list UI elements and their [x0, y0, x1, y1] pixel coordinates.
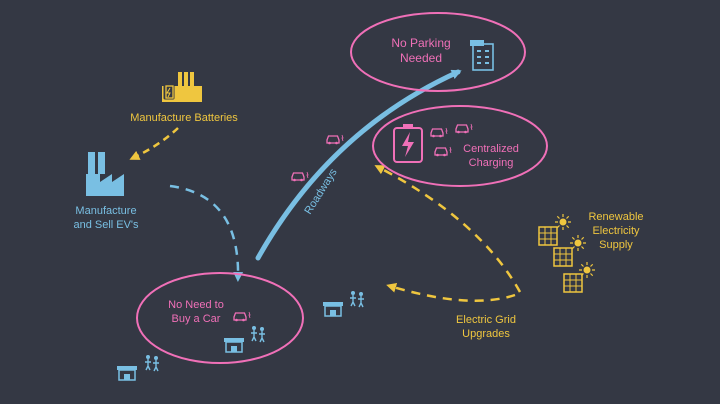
no-parking-line1: No Parking: [391, 36, 450, 50]
no-car-line1: No Need to: [168, 299, 224, 311]
batteries-label: Manufacture Batteries: [130, 112, 238, 124]
grid-line2: Upgrades: [462, 328, 510, 340]
factory-to-no-car-arrow: [169, 184, 244, 282]
node-grid-upgrades: Electric Grid Upgrades: [456, 314, 516, 340]
store-icon: [116, 365, 138, 381]
car-icon: [455, 123, 473, 134]
store-icon: [223, 337, 245, 353]
people-icon: [250, 325, 266, 343]
node-manufacture-ev: Manufacture and Sell EV's: [73, 152, 139, 231]
centralized-line1: Centralized: [463, 143, 519, 155]
sun-icon: [578, 261, 596, 279]
renewable-line1: Renewable: [588, 211, 643, 223]
manufacture-ev-line1: Manufacture: [75, 205, 136, 217]
renewable-to-no-car-arrow: [386, 282, 516, 302]
node-no-parking: No Parking Needed: [350, 12, 526, 92]
node-no-car: No Need to Buy a Car: [136, 272, 304, 364]
manufacture-ev-line2: and Sell EV's: [73, 219, 139, 231]
sun-icon: [554, 213, 572, 231]
sun-icon: [569, 234, 587, 252]
batteries-to-factory-arrow: [129, 127, 179, 160]
renewable-to-centralized-arrow: [374, 165, 522, 293]
car-icon: [291, 171, 309, 182]
solar-panel-icon: [538, 226, 558, 246]
no-car-line2: Buy a Car: [172, 313, 221, 325]
solar-panel-icon: [553, 247, 573, 267]
people-icon: [349, 290, 365, 308]
building-icon: [470, 40, 494, 71]
roadways-arrow: [255, 69, 462, 261]
centralized-line2: Charging: [469, 157, 514, 169]
car-icon: [233, 311, 251, 322]
node-centralized-charging: Centralized Charging: [372, 105, 548, 187]
car-icon: [326, 134, 344, 145]
node-manufacture-batteries: Manufacture Batteries: [130, 72, 238, 124]
factory-icon: [86, 152, 124, 196]
car-icon: [434, 146, 452, 157]
solar-panel-icon: [563, 273, 583, 293]
store-icon: [322, 301, 344, 317]
node-renewable: Renewable Electricity Supply: [538, 211, 644, 293]
battery-factory-icon: [162, 72, 202, 102]
renewable-line2: Electricity: [592, 225, 640, 237]
car-icon: [430, 127, 448, 138]
grid-line1: Electric Grid: [456, 314, 516, 326]
renewable-line3: Supply: [599, 239, 633, 251]
no-parking-line2: Needed: [400, 51, 442, 65]
people-icon: [144, 354, 160, 372]
